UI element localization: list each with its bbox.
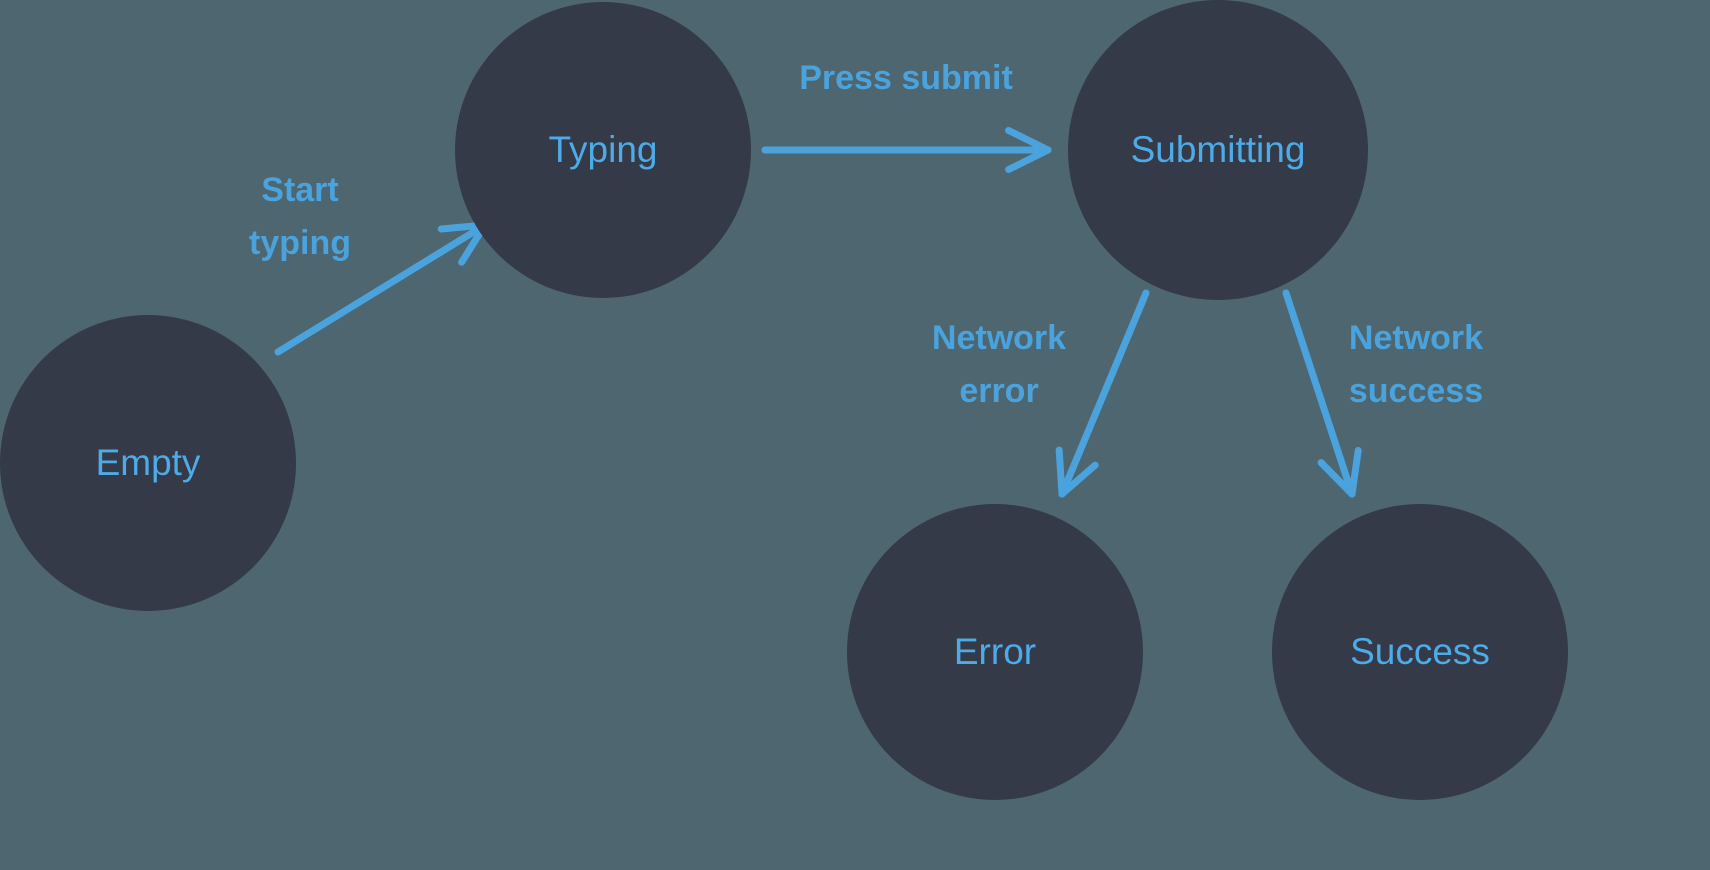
state-label: Error (954, 631, 1036, 672)
transition-label-line: typing (249, 224, 351, 262)
state-circle[interactable] (1068, 0, 1368, 300)
transition-label-line: success (1349, 372, 1483, 410)
state-node-submitting[interactable]: Submitting (1068, 0, 1368, 300)
state-node-empty[interactable]: Empty (0, 315, 296, 611)
transition-label-press-submit: Press submit (799, 59, 1013, 97)
transition-arrow-network-error (1055, 289, 1150, 498)
transition-label-line: Start (261, 171, 338, 209)
state-label: Typing (548, 129, 657, 170)
state-label: Empty (96, 442, 201, 483)
transition-label-line: Network (932, 319, 1066, 357)
arrow-head-barb-1 (1317, 459, 1356, 498)
state-circle[interactable] (455, 2, 751, 298)
state-node-success[interactable]: Success (1272, 504, 1568, 800)
transition-label-network-success: Network success (1349, 319, 1483, 410)
state-node-error[interactable]: Error (847, 504, 1143, 800)
transition-arrow-network-success (1282, 289, 1362, 498)
transition-arrow-press-submit (761, 126, 1052, 174)
arrow-head-barb-1 (1005, 146, 1052, 174)
arrow-head-barb-2 (1058, 461, 1099, 498)
arrow-head-barb-2 (1348, 446, 1362, 498)
state-node-typing[interactable]: Typing (455, 2, 751, 298)
arrow-head-barb-2 (1005, 126, 1052, 154)
state-circle[interactable] (1272, 504, 1568, 800)
transition-label-start-typing: Start typing (249, 171, 351, 262)
transition-label-network-error: Network error (932, 319, 1066, 410)
arrow-line (274, 221, 489, 356)
transition-label-line: Press submit (799, 59, 1013, 97)
arrow-line (1058, 289, 1150, 498)
transition-label-line: Network (1349, 319, 1483, 357)
state-label: Success (1350, 631, 1490, 672)
state-circle[interactable] (0, 315, 296, 611)
state-circle[interactable] (847, 504, 1143, 800)
arrow-head-barb-1 (1055, 446, 1066, 498)
arrow-line (1282, 289, 1356, 498)
state-label: Submitting (1131, 129, 1306, 170)
transition-label-line: error (959, 372, 1038, 410)
